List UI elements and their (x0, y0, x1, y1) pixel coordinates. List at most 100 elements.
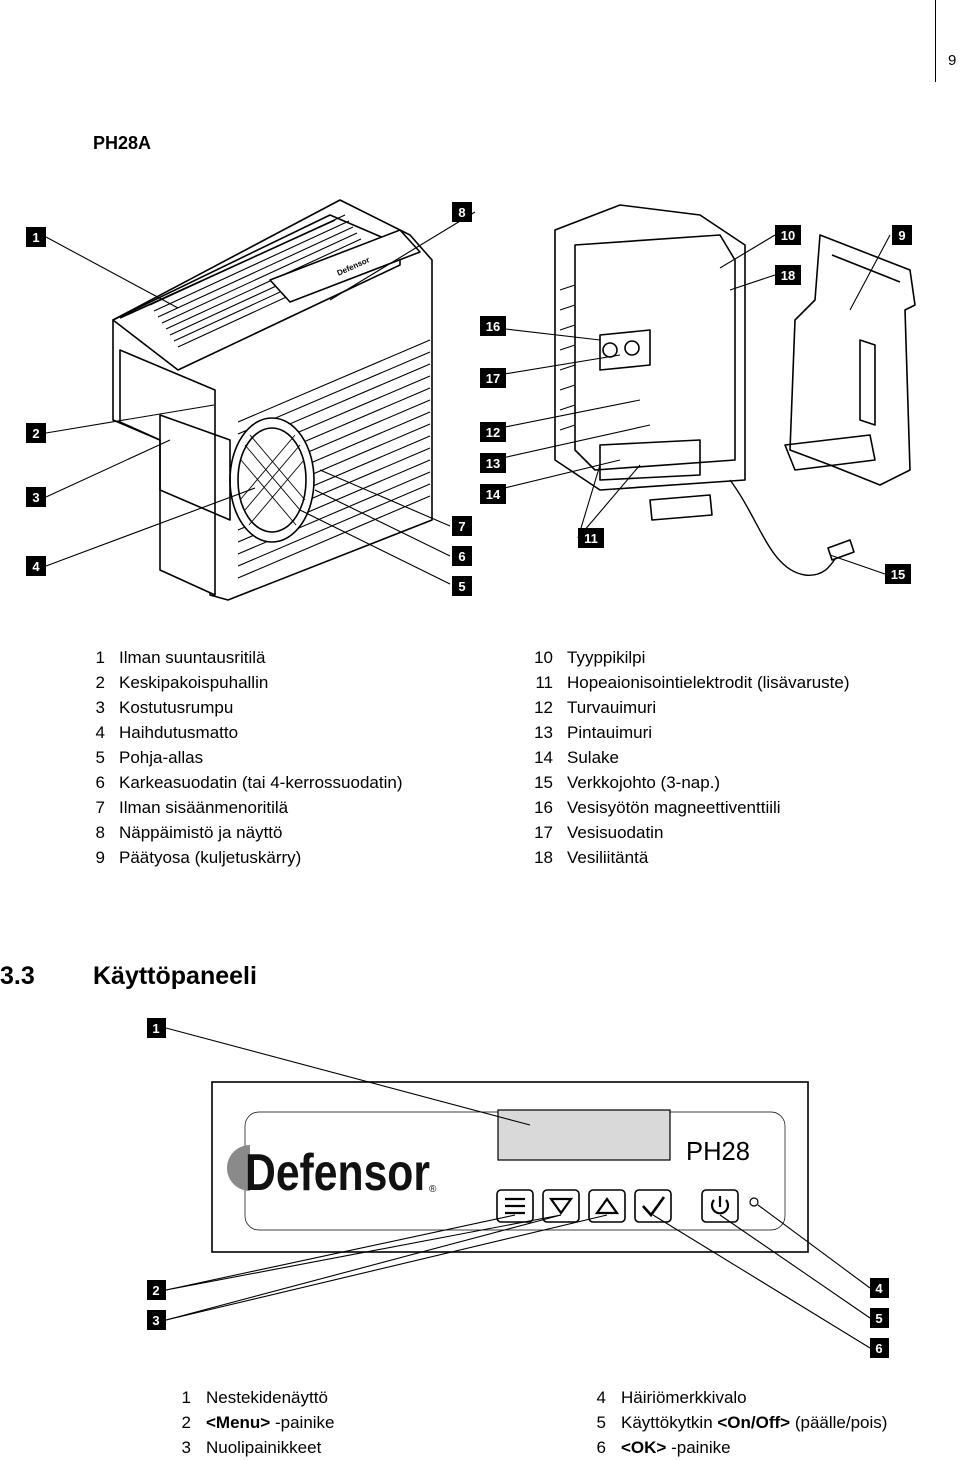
legend-num: 4 (95, 723, 105, 742)
svg-text:10: 10 (781, 228, 795, 243)
callout-4: 4 (26, 556, 46, 576)
svg-text:8: 8 (458, 205, 465, 220)
svg-text:14: 14 (486, 487, 501, 502)
panel-model: PH28 (686, 1136, 750, 1166)
legend-num: 7 (95, 798, 105, 817)
panel-callout-3: 3 (147, 1310, 166, 1330)
legend-item: 10 Tyyppikilpi (523, 645, 850, 670)
svg-text:17: 17 (486, 371, 500, 386)
legend-num: 4 (596, 1388, 606, 1407)
callout-1: 1 (26, 227, 46, 247)
legend-num: 2 (95, 673, 105, 692)
panel-callout-5: 5 (870, 1308, 889, 1328)
svg-text:6: 6 (458, 549, 465, 564)
callout-11: 11 (578, 528, 604, 548)
legend-key: <Menu> (206, 1413, 271, 1432)
panel-registered: ® (429, 1184, 437, 1195)
legend-text: Nuolipainikkeet (206, 1438, 322, 1457)
panel-callout-4: 4 (870, 1278, 889, 1298)
legend-text: Sulake (567, 748, 619, 767)
legend-text: Karkeasuodatin (tai 4-kerrossuodatin) (119, 773, 403, 792)
panel-callout-6: 6 (870, 1338, 889, 1358)
legend-num: 1 (181, 1388, 191, 1407)
legend-item: 2<Menu> -painike (175, 1410, 335, 1435)
ok-button[interactable] (634, 1189, 672, 1223)
callout-6: 6 (452, 546, 472, 566)
svg-text:5: 5 (875, 1311, 882, 1326)
legend-text: Ilman sisäänmenoritilä (119, 798, 289, 817)
svg-text:7: 7 (458, 519, 465, 534)
legend-text: Ilman suuntausritilä (119, 648, 266, 667)
legend-text: Hopeaionisointielektrodit (lisävaruste) (567, 673, 850, 692)
legend-num: 2 (181, 1413, 191, 1432)
legend-suffix: -painike (666, 1438, 731, 1457)
callout-8: 8 (452, 202, 472, 222)
svg-text:1: 1 (32, 230, 39, 245)
legend-num: 18 (534, 848, 553, 867)
svg-text:9: 9 (898, 228, 905, 243)
legend-num: 10 (534, 648, 553, 667)
callout-3: 3 (26, 487, 46, 507)
svg-text:16: 16 (486, 319, 500, 334)
svg-text:1: 1 (152, 1021, 159, 1036)
callout-7: 7 (452, 516, 472, 536)
callout-15: 15 (885, 564, 911, 584)
legend-text: Näppäimistö ja näyttö (119, 823, 283, 842)
callout-17: 17 (480, 368, 506, 388)
legend-text: Käyttökytkin (621, 1413, 718, 1432)
legend-num: 12 (534, 698, 553, 717)
svg-text:3: 3 (32, 490, 39, 505)
svg-text:5: 5 (458, 579, 465, 594)
arrow-up-button[interactable] (588, 1189, 626, 1223)
legend-text: Tyyppikilpi (567, 648, 646, 667)
panel-brand: Defensor (245, 1144, 430, 1202)
control-panel-diagram: Defensor ® PH28 (147, 1018, 889, 1358)
legend-text: Verkkojohto (3-nap.) (567, 773, 721, 792)
model-heading: PH28A (93, 133, 152, 153)
callout-9: 9 (892, 225, 912, 245)
arrow-down-icon (548, 1197, 574, 1215)
menu-button[interactable] (496, 1189, 534, 1223)
page-number-box: 9 (935, 0, 960, 82)
section-title: Käyttöpaneeli (93, 962, 257, 990)
legend-item: 12 Turvauimuri (523, 695, 850, 720)
legend-text: Vesisuodatin (567, 823, 664, 842)
svg-text:3: 3 (152, 1313, 159, 1328)
legend-num: 8 (95, 823, 105, 842)
legend-text: Keskipakoispuhallin (119, 673, 269, 692)
callout-18: 18 (775, 265, 801, 285)
svg-text:15: 15 (891, 567, 905, 582)
fault-indicator-light (749, 1197, 759, 1207)
legend-num: 5 (95, 748, 105, 767)
legend-text: Turvauimuri (567, 698, 657, 717)
legend-text: Pintauimuri (567, 723, 653, 742)
svg-text:2: 2 (152, 1283, 159, 1298)
power-button[interactable] (701, 1189, 739, 1223)
arrow-down-button[interactable] (542, 1189, 580, 1223)
callout-2: 2 (26, 423, 46, 443)
svg-text:2: 2 (32, 426, 39, 441)
panel-callout-1: 1 (147, 1018, 166, 1038)
legend-key: <OK> (621, 1438, 667, 1457)
svg-text:4: 4 (32, 559, 40, 574)
svg-text:18: 18 (781, 268, 795, 283)
legend-item: 8 Näppäimistö ja näyttö (85, 820, 402, 845)
power-icon (710, 1196, 730, 1215)
legend-text: Päätyosa (kuljetuskärry) (119, 848, 302, 867)
legend-num: 16 (534, 798, 553, 817)
legend-num: 17 (534, 823, 553, 842)
legend-text: Haihdutusmatto (119, 723, 239, 742)
svg-text:13: 13 (486, 456, 500, 471)
